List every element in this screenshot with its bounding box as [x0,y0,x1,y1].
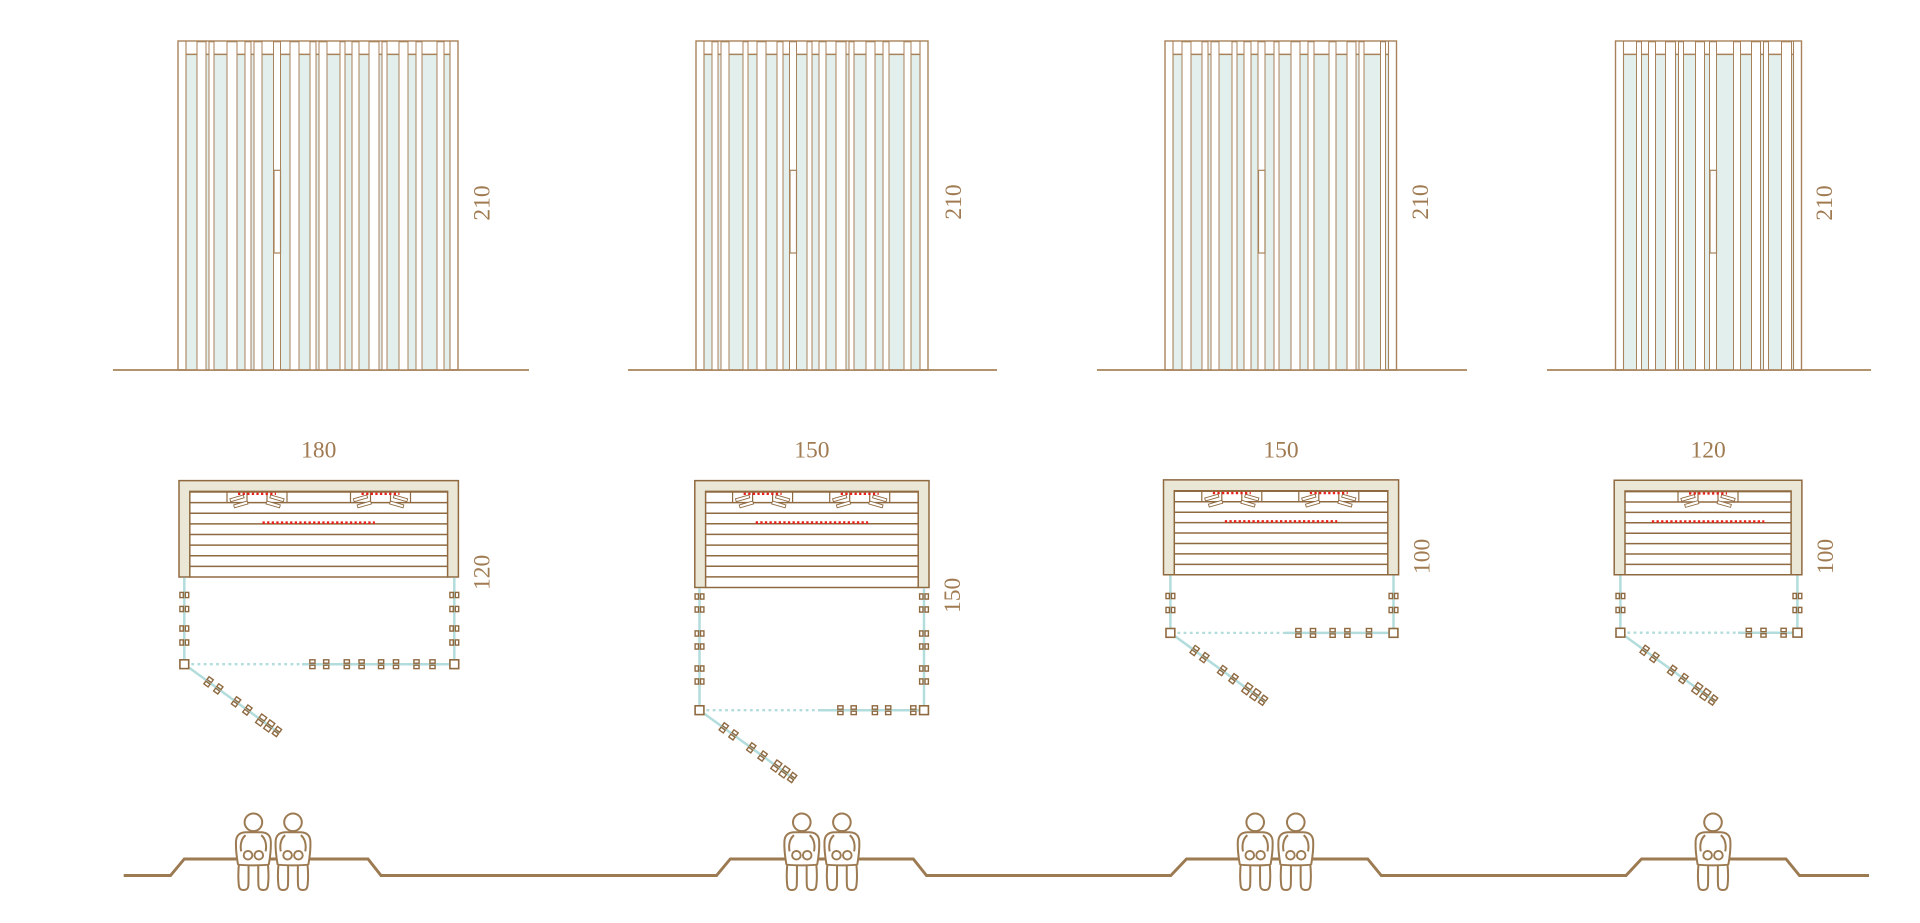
svg-text:150: 150 [794,438,829,464]
svg-text:180: 180 [301,438,336,464]
svg-text:120: 120 [1690,438,1725,464]
svg-text:210: 210 [470,185,496,220]
svg-text:150: 150 [1263,438,1298,464]
svg-text:210: 210 [1812,185,1838,220]
svg-text:210: 210 [941,184,967,219]
svg-text:100: 100 [1813,539,1839,574]
svg-text:120: 120 [469,555,495,590]
svg-text:210: 210 [1408,184,1434,219]
svg-text:100: 100 [1410,539,1436,574]
svg-text:150: 150 [940,578,966,613]
